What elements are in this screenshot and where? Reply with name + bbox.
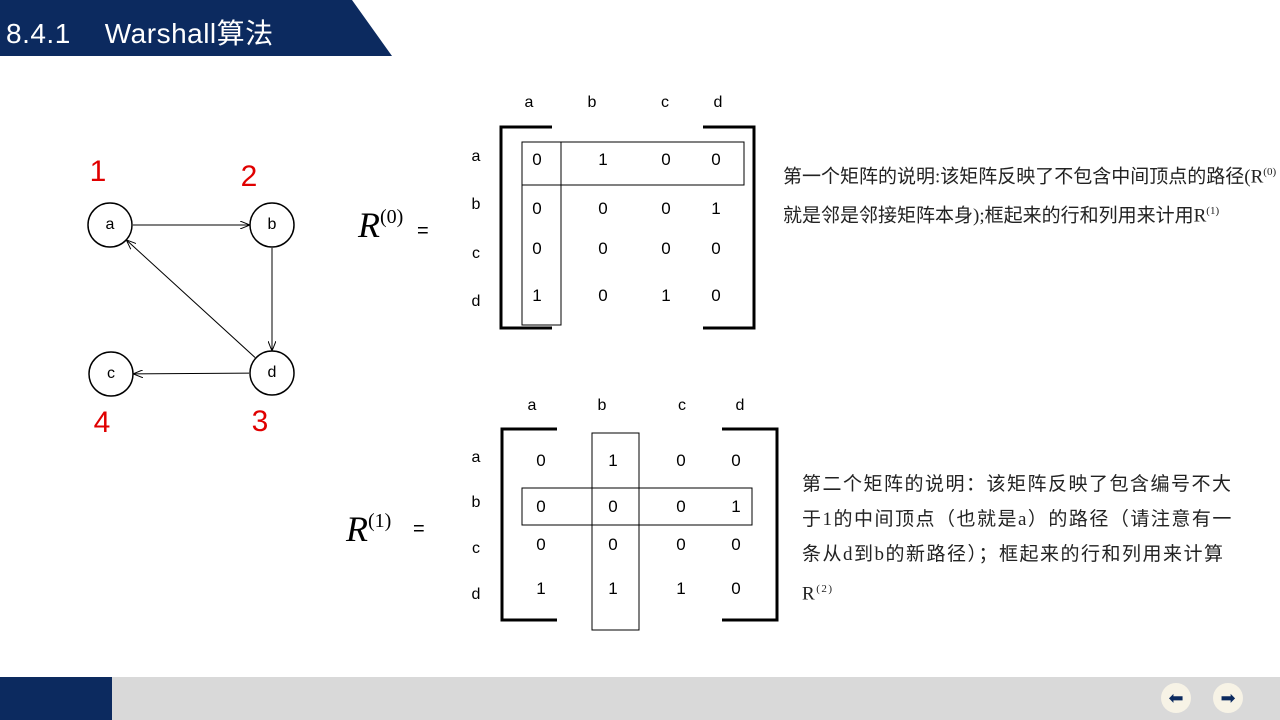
title-bar: [0, 0, 392, 56]
matrix-cell: 0: [711, 239, 721, 258]
highlight-column-box: [591, 432, 640, 631]
row-header-a: a: [471, 449, 481, 466]
matrix-cell: 0: [532, 150, 542, 169]
column-header-b: b: [597, 397, 607, 414]
footer-accent: [0, 677, 112, 720]
vertex-number: 2: [240, 160, 258, 193]
right-bracket: [703, 125, 756, 330]
row-header-d: d: [471, 293, 481, 310]
row-header-c: c: [472, 245, 480, 262]
matrix-cell: 0: [598, 286, 608, 305]
matrix-cell: 0: [731, 579, 741, 598]
node-label-c: c: [107, 365, 115, 382]
column-header-d: d: [735, 397, 745, 414]
matrix-cell: 0: [661, 150, 671, 169]
matrix-cell: 0: [711, 286, 721, 305]
row-header-b: b: [471, 196, 481, 213]
matrix-cell: 0: [661, 199, 671, 218]
node-label-d: d: [267, 364, 277, 381]
prev-slide-button[interactable]: ⬅: [1161, 683, 1191, 713]
matrix-cell: 1: [598, 150, 608, 169]
matrix-cell: 0: [608, 497, 618, 516]
edge-d-c: [134, 373, 250, 374]
matrix-cell: 0: [532, 199, 542, 218]
row-header-c: c: [472, 540, 480, 557]
column-header-c: c: [661, 94, 669, 111]
matrix-cell: 1: [711, 199, 721, 218]
node-c: [88, 351, 134, 397]
matrix-cell: 0: [608, 535, 618, 554]
matrix-cell: 0: [731, 451, 741, 470]
matrix0-description: 第一个矩阵的说明:该矩阵反映了不包含中间顶点的路径(R(0)就是邻是邻接矩阵本身…: [783, 166, 1277, 227]
column-header-b: b: [587, 94, 597, 111]
footer-bar: [0, 677, 1280, 720]
arrow-left-icon: ⬅: [1168, 687, 1184, 708]
left-bracket: [500, 427, 557, 622]
matrix-cell: 0: [598, 199, 608, 218]
node-d: [249, 350, 295, 396]
matrix-cell: 0: [532, 239, 542, 258]
highlight-row-box: [521, 487, 753, 526]
matrix-cell: 1: [731, 497, 741, 516]
next-slide-button[interactable]: ➡: [1213, 683, 1243, 713]
matrix-cell: 0: [536, 535, 546, 554]
arrow-right-icon: ➡: [1220, 687, 1236, 708]
matrix-cell: 0: [731, 535, 741, 554]
directed-graph: [87, 202, 295, 397]
vertex-number: 3: [251, 405, 269, 438]
matrix-cell: 0: [536, 497, 546, 516]
row-header-d: d: [471, 586, 481, 603]
matrix-cell: 1: [608, 579, 618, 598]
r1-label: R(1): [346, 509, 392, 549]
vertex-number: 4: [93, 406, 111, 439]
node-label-b: b: [267, 216, 277, 233]
matrix-cell: 1: [532, 286, 542, 305]
highlight-column-box: [521, 141, 562, 326]
column-header-a: a: [524, 94, 534, 111]
matrix-cell: 0: [536, 451, 546, 470]
r0-label: R(0): [358, 205, 404, 245]
r0-equals: =: [417, 220, 429, 242]
node-b: [249, 202, 295, 248]
matrix-cell: 0: [676, 451, 686, 470]
matrix-cell: 0: [676, 535, 686, 554]
row-header-a: a: [471, 148, 481, 165]
column-header-a: a: [527, 397, 537, 414]
matrix-cell: 1: [608, 451, 618, 470]
matrix-cell: 0: [711, 150, 721, 169]
matrix-cell: 1: [661, 286, 671, 305]
r1-equals: =: [413, 518, 425, 540]
edge-d-a: [127, 241, 256, 358]
matrix-cell: 1: [536, 579, 546, 598]
right-bracket: [722, 427, 779, 622]
row-header-b: b: [471, 494, 481, 511]
node-a: [87, 202, 133, 248]
section-number: 8.4.1: [6, 18, 71, 49]
matrix-cell: 0: [676, 497, 686, 516]
title-text: Warshall算法: [104, 18, 274, 49]
node-label-a: a: [105, 216, 115, 233]
left-bracket: [499, 125, 552, 330]
matrix-cell: 1: [676, 579, 686, 598]
matrix1-description: 第二个矩阵的说明：该矩阵反映了包含编号不大于1的中间顶点（也就是a）的路径（请注…: [802, 474, 1233, 605]
matrix-cell: 0: [661, 239, 671, 258]
vertex-number: 1: [89, 155, 107, 188]
column-header-c: c: [678, 397, 686, 414]
slide-title: 8.4.1 Warshall算法: [6, 12, 274, 52]
matrix-lines: [499, 125, 779, 631]
matrix-cell: 0: [598, 239, 608, 258]
column-header-d: d: [713, 94, 723, 111]
